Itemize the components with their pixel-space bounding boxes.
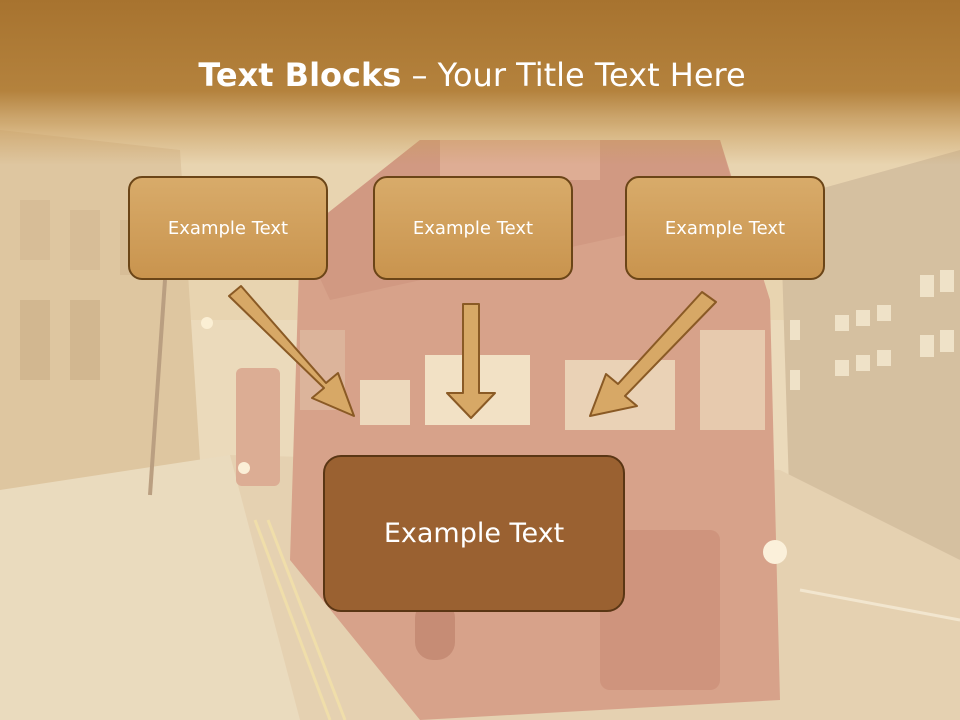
title-bar — [0, 0, 960, 165]
text-box-3-label: Example Text — [664, 217, 786, 239]
text-box-2-label: Example Text — [412, 217, 534, 239]
slide-title-rest: – Your Title Text Here — [401, 56, 746, 94]
main-text-box[interactable]: Example Text — [323, 455, 625, 612]
text-box-1-label: Example Text — [167, 217, 289, 239]
text-box-3[interactable]: Example Text — [625, 176, 825, 280]
text-box-1[interactable]: Example Text — [128, 176, 328, 280]
slide-title: Text Blocks – Your Title Text Here — [0, 52, 944, 98]
main-text-box-label: Example Text — [383, 518, 565, 549]
slide-title-bold: Text Blocks — [198, 56, 402, 94]
text-box-2[interactable]: Example Text — [373, 176, 573, 280]
